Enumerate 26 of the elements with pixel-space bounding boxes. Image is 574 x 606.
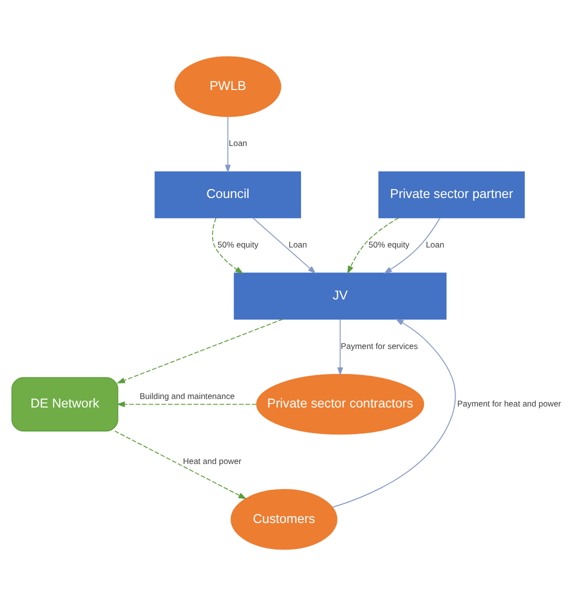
edge-label: Payment for heat and power [457,399,562,408]
arrow [384,218,440,274]
edge-label: Building and maintenance [140,392,235,401]
edge-label: Heat and power [183,456,242,466]
edge-label: Loan [426,240,444,250]
arrow [332,318,456,508]
arrow [337,318,344,376]
arrow [116,401,257,408]
edge-label: Payment for services [340,342,418,351]
node-box: Council [154,171,302,218]
node-box: JV [234,272,447,320]
arrow [116,318,284,384]
node-ellipse: Private sector contractors [256,374,424,435]
arrow [224,116,231,173]
edge-label: Loan [228,139,248,148]
arrow [347,218,400,274]
node-ellipse: PWLB [174,56,282,117]
arrow [212,218,244,274]
arrow [114,430,247,500]
edge-label: 50% equity [368,240,410,250]
arrow [252,218,316,274]
edge-label: 50% equity [218,240,258,250]
node-box: DE Network [11,377,118,432]
node-box: Private sector partner [378,171,525,218]
edge-label: Loan [288,240,308,250]
node-ellipse: Customers [230,489,338,550]
